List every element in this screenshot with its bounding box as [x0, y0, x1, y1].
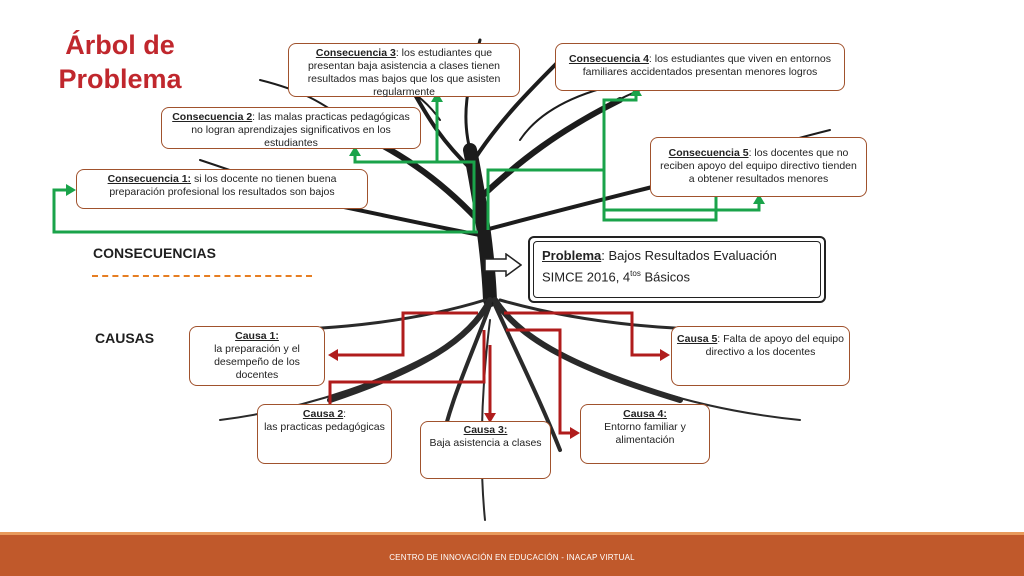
problem-text: : Bajos Resultados Evaluación SIMCE 2016…	[542, 248, 777, 285]
title-line-2: Problema	[58, 64, 182, 94]
title-line-1: Árbol de	[65, 30, 175, 60]
section-divider	[92, 275, 312, 277]
consequence-3-head: Consecuencia 3	[315, 47, 396, 59]
arrow-right-icon	[484, 253, 522, 277]
consequence-5-box: Consecuencia 5: los docentes que no reci…	[650, 137, 867, 197]
cause-5-text: : Falta de apoyo del equipo directivo a …	[705, 333, 844, 358]
cause-3-head: Causa 3:	[463, 424, 508, 436]
problem-head: Problema	[542, 248, 602, 263]
problem-statement: Problema: Bajos Resultados Evaluación SI…	[533, 241, 821, 298]
consequences-label: CONSECUENCIAS	[93, 245, 216, 261]
footer-text: CENTRO DE INNOVACIÓN EN EDUCACIÓN - INAC…	[389, 553, 635, 562]
consequence-5-head: Consecuencia 5	[668, 147, 749, 159]
consequence-4-head: Consecuencia 4	[568, 53, 649, 65]
consequence-5-text: : los docentes que no reciben apoyo del …	[660, 147, 857, 185]
cause-4-box: Causa 4: Entorno familiar y alimentación	[580, 404, 710, 464]
consequence-4-box: Consecuencia 4: los estudiantes que vive…	[555, 43, 845, 91]
footer-bar: CENTRO DE INNOVACIÓN EN EDUCACIÓN - INAC…	[0, 532, 1024, 576]
problem-tail: Básicos	[640, 269, 690, 285]
cause-1-text: la preparación y el desempeño de los doc…	[214, 343, 300, 381]
consequence-2-head: Consecuencia 2	[172, 111, 253, 123]
cause-3-box: Causa 3: Baja asistencia a clases	[420, 421, 551, 479]
consequence-2-text: : las malas practicas pedagógicas no log…	[191, 111, 410, 149]
cause-1-box: Causa 1: la preparación y el desempeño d…	[189, 326, 325, 386]
consequence-2-box: Consecuencia 2: las malas practicas peda…	[161, 107, 421, 149]
cause-3-text: Baja asistencia a clases	[429, 437, 542, 449]
cause-2-box: Causa 2: las practicas pedagógicas	[257, 404, 392, 464]
consequence-3-text: : los estudiantes que presentan baja asi…	[307, 47, 501, 98]
problem-box: Problema: Bajos Resultados Evaluación SI…	[528, 236, 826, 303]
cause-5-box: Causa 5: Falta de apoyo del equipo direc…	[671, 326, 850, 386]
cause-2-head: Causa 2	[302, 408, 344, 420]
consequence-1-head: Consecuencia 1:	[107, 173, 192, 185]
cause-2-head-row: Causa 2:	[302, 408, 347, 420]
cause-4-text: Entorno familiar y alimentación	[604, 421, 686, 446]
cause-5-head: Causa 5	[677, 333, 718, 345]
consequence-4-text: : los estudiantes que viven en entornos …	[582, 53, 832, 78]
problem-sup: tos	[630, 269, 641, 278]
consequence-1-text: si los docente no tienen buena preparaci…	[109, 173, 337, 198]
consequence-1-box: Consecuencia 1: si los docente no tienen…	[76, 169, 368, 209]
cause-4-head: Causa 4:	[623, 408, 667, 420]
cause-1-head: Causa 1:	[235, 330, 279, 342]
cause-2-text: las practicas pedagógicas	[264, 421, 385, 433]
causes-label: CAUSAS	[95, 330, 155, 346]
diagram-title: Árbol de Problema	[40, 28, 200, 96]
consequence-3-box: Consecuencia 3: los estudiantes que pres…	[288, 43, 520, 98]
